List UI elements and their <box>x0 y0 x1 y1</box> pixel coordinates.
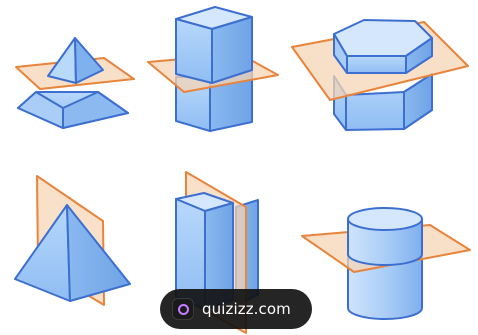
quizizz-watermark: quizizz.com <box>160 289 312 329</box>
figure-hexagonal-prism-horizontal-section <box>291 19 469 131</box>
figure-cuboid-vertical-section <box>175 171 259 334</box>
quizizz-logo-icon <box>172 298 194 320</box>
figure-pyramid-horizontal-section <box>15 37 135 129</box>
figure-cuboid-horizontal-section <box>147 6 279 132</box>
figure-cylinder-horizontal-section <box>301 207 471 320</box>
figure-pyramid-vertical-section <box>14 175 131 306</box>
watermark-text: quizizz.com <box>202 300 291 318</box>
